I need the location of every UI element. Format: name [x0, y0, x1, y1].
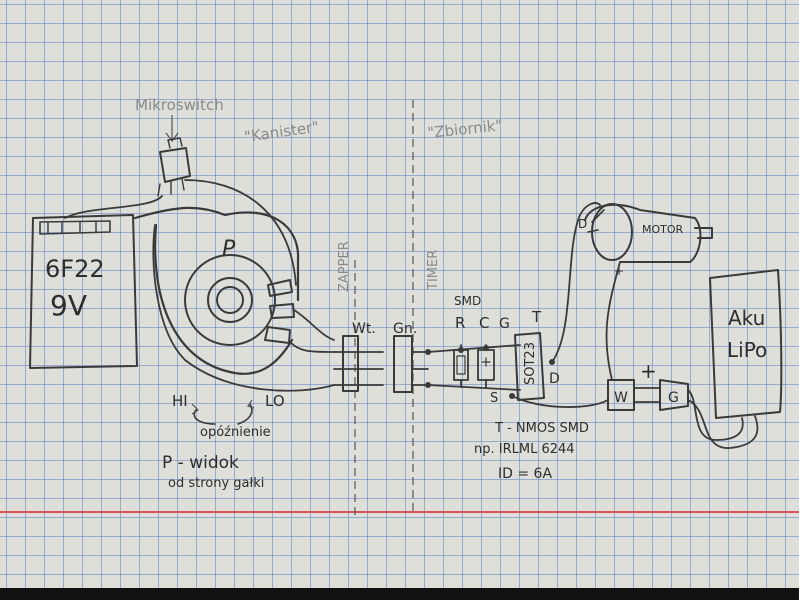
battery-connector: W G + [607, 359, 689, 411]
battery-voltage-label: 9V [50, 289, 87, 322]
potentiometer: P [133, 206, 300, 375]
zbiornik-label: "Zbiornik" [427, 116, 504, 142]
battery-type-label: 6F22 [45, 255, 105, 283]
c-label: C [479, 314, 489, 332]
transistor-model: np. IRLML 6244 [474, 442, 575, 457]
delay-label: opóźnienie [200, 425, 271, 440]
timer-label: TIMER [426, 250, 441, 291]
plus-label: + [640, 359, 657, 383]
lo-label: LO [265, 392, 285, 410]
r-label: R [455, 314, 465, 332]
red-margin-line [0, 511, 799, 513]
kanister-label: "Kanister" [243, 118, 320, 146]
connector-gn-label: Gn. [393, 321, 417, 337]
zapper-label: ZAPPER [337, 241, 352, 292]
hi-lo-indicator: HI LO opóźnienie P - widok od strony gał… [162, 392, 285, 491]
lipo-battery: Aku LiPo [687, 269, 783, 449]
connector: Wt. Gn. [333, 321, 429, 393]
hi-label: HI [172, 392, 188, 410]
microswitch: Mikroswitch [135, 96, 224, 197]
view-label-2: od strony gałki [168, 476, 264, 491]
g-conn-label: G [668, 390, 679, 406]
pot-label: P [222, 237, 236, 262]
motor-d-label: D [578, 217, 587, 231]
sot23-label: SOT23 [523, 342, 538, 385]
motor-plus-label: + [614, 264, 624, 278]
smd-label: SMD [454, 294, 481, 308]
battery-9v: 6F22 9V [29, 214, 138, 369]
microswitch-label: Mikroswitch [135, 96, 224, 114]
connector-wt-label: Wt. [352, 321, 376, 337]
transistor-current: ID = 6A [498, 466, 552, 482]
w-label: W [614, 390, 628, 406]
view-label-1: P - widok [162, 453, 239, 473]
transistor-sot23: SOT23 D S [490, 332, 560, 406]
smd-components: SMD R C G T [425, 294, 542, 391]
t-label: T [531, 308, 542, 326]
d-label: D [549, 371, 560, 387]
motor-label: MOTOR [642, 223, 684, 236]
g-label: G [499, 316, 510, 332]
transistor-type: T - NMOS SMD [494, 421, 589, 436]
s-label: S [490, 391, 498, 406]
akku-label-1: Aku [728, 306, 765, 330]
akku-label-2: LiPo [727, 338, 767, 362]
motor: MOTOR D + [578, 203, 713, 278]
bottom-edge [0, 588, 799, 600]
